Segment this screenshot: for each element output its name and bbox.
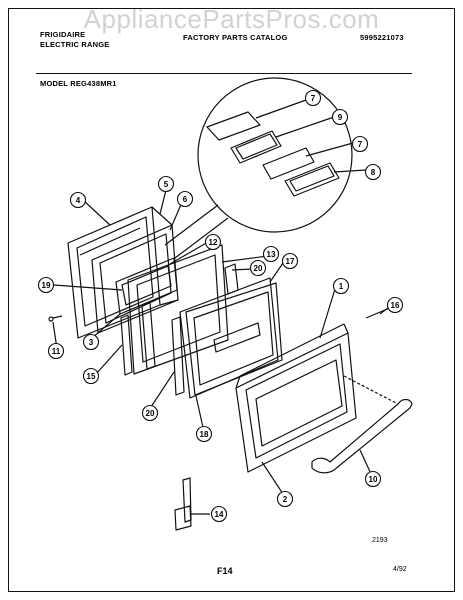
detail-gasket-bottom-inner <box>289 165 335 192</box>
part-6-inner-frame-inner <box>99 233 172 324</box>
part-18-door-panel-face <box>193 291 274 386</box>
detail-magnifier-circle <box>197 77 353 233</box>
callouts: 7 9 7 8 5 4 6 12 13 20 17 19 1 16 11 3 1… <box>37 89 404 523</box>
callout-20a: 20 <box>249 259 267 277</box>
svg-text:9: 9 <box>338 113 343 122</box>
callout-1: 1 <box>332 277 350 295</box>
svg-text:17: 17 <box>286 257 295 266</box>
callout-3: 3 <box>82 333 100 351</box>
callout-5: 5 <box>157 175 175 193</box>
callout-4: 4 <box>69 191 87 209</box>
callout-2: 2 <box>276 490 294 508</box>
part-19-window-assembly <box>115 257 178 315</box>
svg-text:20: 20 <box>146 409 155 418</box>
svg-text:3: 3 <box>89 338 94 347</box>
part-2-outer-window <box>255 359 343 447</box>
product-label: ELECTRIC RANGE <box>40 40 110 49</box>
part-1-outer-trim <box>235 332 357 473</box>
callout-6: 6 <box>176 190 194 208</box>
svg-text:5: 5 <box>164 180 169 189</box>
part-13-glass-inner <box>136 254 221 363</box>
part-1-outer-trim-inner <box>245 343 348 459</box>
part-19-window-glass <box>121 265 172 306</box>
callout-8: 8 <box>364 163 382 181</box>
detail-leader-line <box>174 217 229 259</box>
svg-text:1: 1 <box>339 282 344 291</box>
svg-text:15: 15 <box>87 372 96 381</box>
callout-20b: 20 <box>141 404 159 422</box>
callout-13: 13 <box>262 245 280 263</box>
svg-text:20: 20 <box>254 264 263 273</box>
part-15-side-channel <box>120 314 133 376</box>
part-14-hinge-arm <box>182 477 192 523</box>
part-4-inner-liner <box>67 206 161 339</box>
svg-text:13: 13 <box>267 250 276 259</box>
brand-label: FRIGIDAIRE <box>40 30 86 39</box>
callout-11: 11 <box>47 342 65 360</box>
svg-text:19: 19 <box>42 281 51 290</box>
callout-18: 18 <box>195 425 213 443</box>
svg-text:4: 4 <box>76 196 81 205</box>
part-20-channel-right <box>224 263 239 295</box>
svg-text:18: 18 <box>200 430 209 439</box>
detail-leader-line <box>164 204 219 246</box>
drawing-code: 2193 <box>372 537 388 544</box>
callout-9: 9 <box>331 108 349 126</box>
catalog-title: FACTORY PARTS CATALOG <box>183 33 288 42</box>
callout-14: 14 <box>210 505 228 523</box>
part-16-screw <box>365 306 393 319</box>
catalog-number: 5995221073 <box>360 33 404 42</box>
svg-text:14: 14 <box>215 510 224 519</box>
callout-7a: 7 <box>304 89 322 107</box>
page-number: F14 <box>217 566 233 576</box>
watermark: AppliancePartsPros.com <box>83 4 380 34</box>
detail-glass-panel <box>262 147 315 180</box>
part-18-door-panel <box>185 282 283 396</box>
part-10-door-handle <box>311 398 413 474</box>
part-4-inner-liner-lip <box>76 216 154 327</box>
callout-15: 15 <box>82 367 100 385</box>
part-15-side-channel-2 <box>141 301 156 370</box>
svg-text:7: 7 <box>311 94 316 103</box>
callout-19: 19 <box>37 276 55 294</box>
callout-10: 10 <box>364 470 382 488</box>
part-20-channel-left <box>171 316 185 396</box>
svg-text:16: 16 <box>391 301 400 310</box>
callout-7b: 7 <box>351 135 369 153</box>
detail-window-frame-inner <box>235 133 278 160</box>
svg-text:12: 12 <box>209 238 218 247</box>
callout-17: 17 <box>281 252 299 270</box>
svg-text:2: 2 <box>283 495 288 504</box>
header-rule <box>36 73 412 74</box>
detail-window-frame-outer <box>230 130 282 164</box>
revision-date: 4/92 <box>393 566 407 573</box>
svg-text:8: 8 <box>371 168 376 177</box>
part-18-door-panel-window <box>213 322 261 353</box>
callout-12: 12 <box>204 233 222 251</box>
svg-text:7: 7 <box>358 140 363 149</box>
svg-text:10: 10 <box>369 475 378 484</box>
part-14-hinge-base <box>174 505 192 531</box>
part-11-screw <box>52 315 63 319</box>
part-17-door-panel-back <box>179 277 279 399</box>
part-13-glass-panel <box>127 244 229 375</box>
detail-gasket-bottom <box>284 162 340 197</box>
svg-text:6: 6 <box>183 195 188 204</box>
callout-16: 16 <box>386 296 404 314</box>
detail-gasket-top <box>206 111 261 141</box>
svg-text:11: 11 <box>52 347 61 356</box>
model-label: MODEL REG438MR1 <box>40 79 117 88</box>
